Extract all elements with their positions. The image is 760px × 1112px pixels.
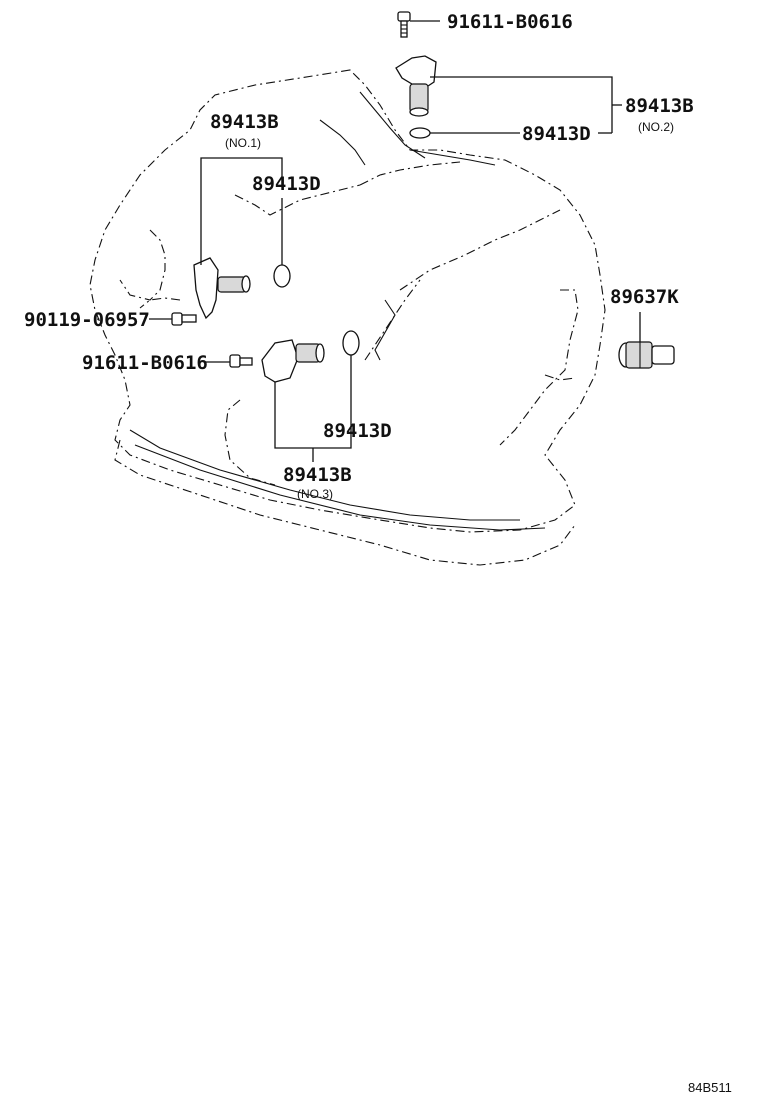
left-bolt-part [171,312,197,326]
label-no3-sensor: 89413B [283,464,352,486]
label-no3-oring: 89413D [323,420,392,442]
middle-bolt-part [229,354,253,368]
label-no2-tag: (NO.2) [638,120,674,134]
figure-code: 84B511 [688,1080,732,1095]
label-temp-sensor: 89637K [610,286,679,308]
part-labels: 91611-B0616 89413B (NO.2) 89413D 89413B … [24,11,694,501]
oring-no1-part [273,264,291,288]
label-no2-sensor: 89413B [625,95,694,117]
label-no2-oring: 89413D [522,123,591,145]
label-no1-sensor: 89413B [210,111,279,133]
oring-no2-part [409,127,431,139]
label-no3-tag: (NO.3) [297,487,333,501]
top-bolt-part [397,11,411,38]
temperature-sensor-part [618,341,675,369]
leader-lines [149,20,641,462]
label-top-bolt: 91611-B0616 [447,11,573,33]
speed-sensor-no2-part [395,55,437,117]
transmission-housing-outline [89,69,606,566]
label-no1-oring: 89413D [252,173,321,195]
label-middle-bolt: 91611-B0616 [82,352,208,374]
speed-sensor-no1-part [193,257,251,320]
label-left-bolt: 90119-06957 [24,309,150,331]
oring-no3-part [342,330,360,356]
speed-sensor-no3-part [261,339,325,383]
label-no1-tag: (NO.1) [225,136,261,150]
